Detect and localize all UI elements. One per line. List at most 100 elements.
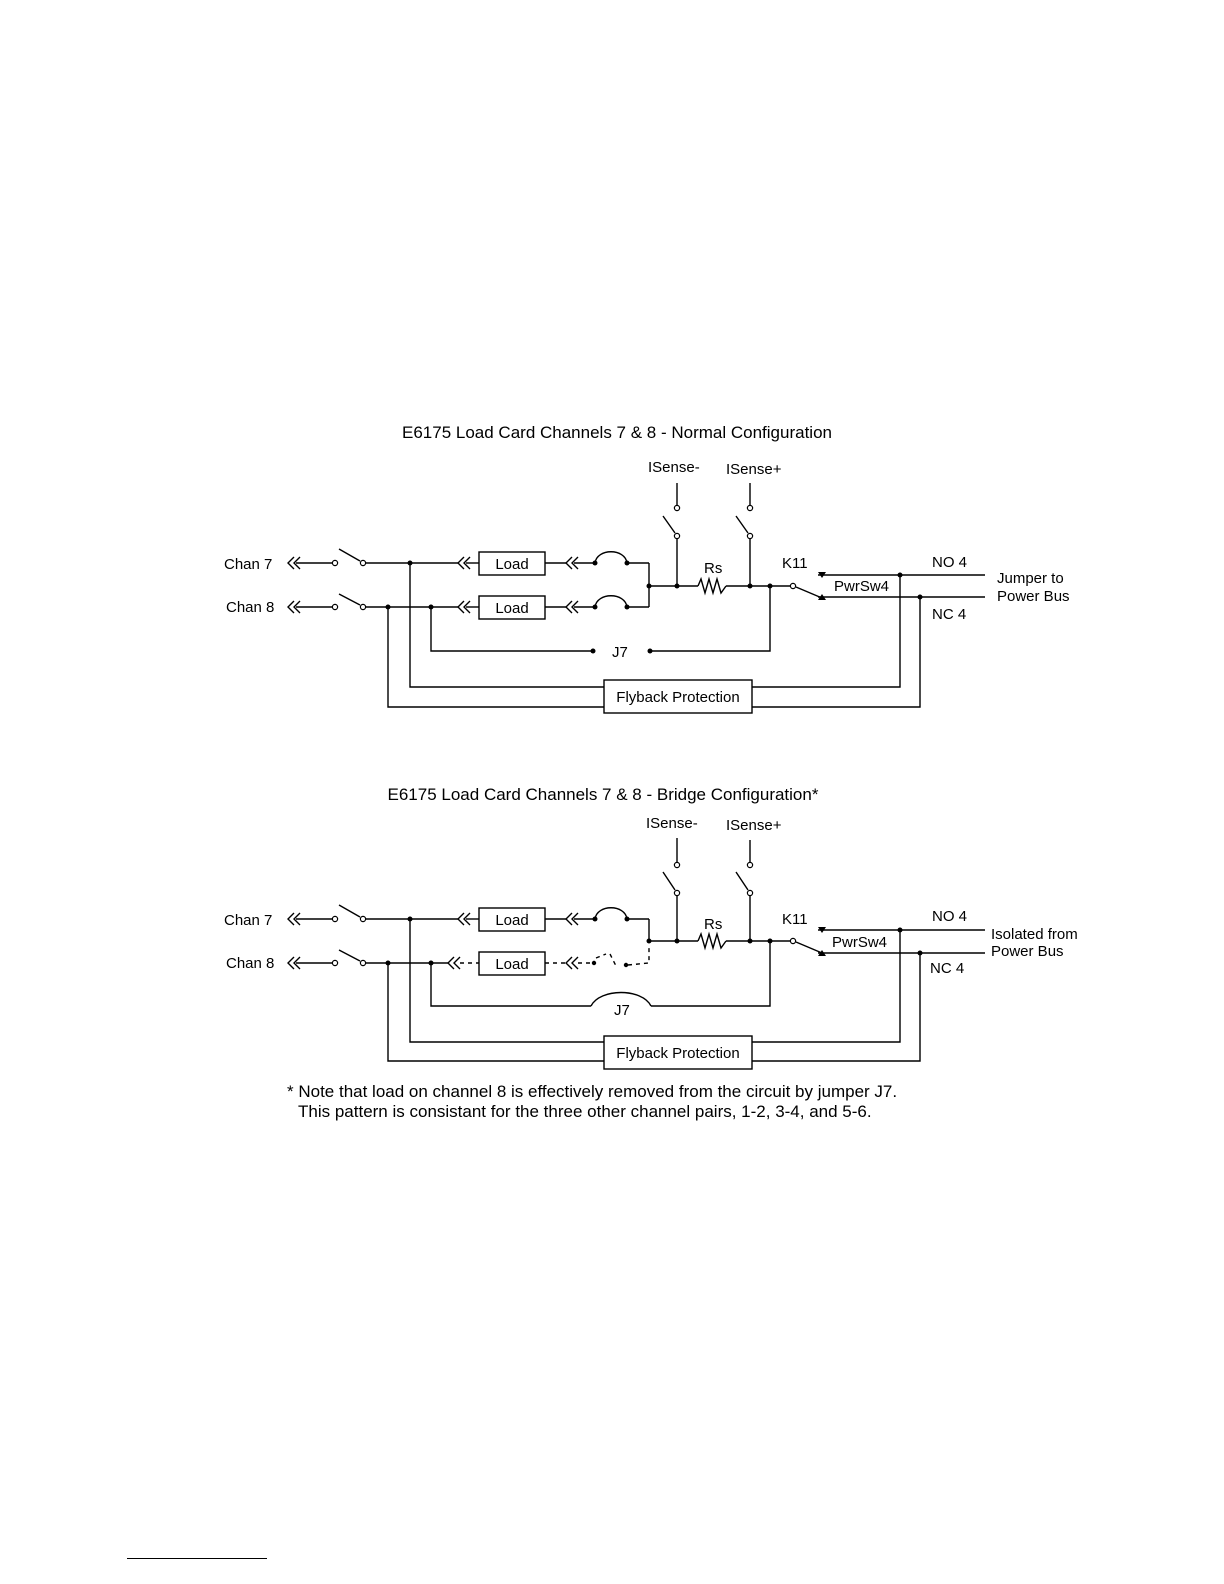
isense-minus-label: ISense- [646, 815, 698, 832]
rs-resistor [697, 931, 727, 951]
wire [430, 607, 593, 652]
normal-config-diagram: E6175 Load Card Channels 7 & 8 - Normal … [224, 423, 1070, 714]
chan8-switch-terminal [359, 603, 367, 611]
right-note-line2: Power Bus [997, 588, 1070, 605]
chan7-switch-terminal [359, 559, 367, 567]
nc-label: NC 4 [932, 606, 966, 623]
pwrsw-label: PwrSw4 [834, 578, 889, 595]
right-note-line1: Jumper to [997, 570, 1064, 587]
no-label: NO 4 [932, 908, 967, 925]
isense-plus-terminal [746, 504, 754, 512]
wire [650, 586, 771, 652]
terminal [673, 889, 681, 897]
chan8-label: Chan 8 [226, 599, 274, 616]
flyback-label: Flyback Protection [616, 1045, 739, 1062]
nc-contact-arrow [818, 594, 826, 600]
connector-chan7-symbol [287, 556, 301, 570]
load-label-top: Load [495, 556, 528, 573]
relay-label: K11 [782, 555, 808, 572]
rs-label: Rs [704, 560, 722, 577]
connector-symbol [565, 556, 579, 570]
chan7-switch [338, 904, 361, 918]
nc-label: NC 4 [930, 960, 964, 977]
isense-minus-terminal [673, 861, 681, 869]
connector-chan8-symbol [287, 600, 301, 614]
terminal [359, 959, 367, 967]
wire [752, 575, 901, 688]
footnote-separator [127, 1558, 267, 1559]
connector-symbol [447, 956, 461, 970]
note-line1: * Note that load on channel 8 is effecti… [287, 1082, 897, 1101]
right-note-line2: Power Bus [991, 943, 1064, 960]
connector-symbol [565, 912, 579, 926]
wire [752, 953, 921, 1062]
rs-resistor [697, 576, 727, 596]
jumper-label: J7 [614, 1002, 630, 1019]
rs-label: Rs [704, 916, 722, 933]
isense-minus-terminal [673, 504, 681, 512]
chan7-terminal [331, 915, 339, 923]
relay-armature [795, 941, 823, 954]
flyback-box [603, 1035, 753, 1070]
pwrsw-label: PwrSw4 [832, 934, 887, 951]
flyback-box [603, 679, 753, 714]
wire [752, 930, 901, 1043]
wire [387, 607, 604, 708]
connector-symbol [565, 600, 579, 614]
no-contact-arrow [818, 927, 826, 933]
connector-chan7-symbol [287, 912, 301, 926]
isense-minus-switch [662, 871, 676, 891]
wire [430, 963, 591, 1007]
removed-wire [627, 945, 650, 966]
load-label-top: Load [495, 912, 528, 929]
bridge-config-diagram: E6175 Load Card Channels 7 & 8 - Bridge … [224, 785, 1078, 1070]
no-label: NO 4 [932, 554, 967, 571]
relay-armature [795, 586, 823, 599]
load-label-bottom: Load [495, 600, 528, 617]
terminal [746, 532, 754, 540]
connector-symbol [457, 556, 471, 570]
note-line2: This pattern is consistant for the three… [298, 1102, 872, 1121]
connector-symbol [565, 956, 579, 970]
chan8-label: Chan 8 [226, 955, 274, 972]
terminal [359, 915, 367, 923]
wire [651, 941, 771, 1007]
flyback-label: Flyback Protection [616, 689, 739, 706]
terminal [673, 532, 681, 540]
nc-contact-arrow [818, 950, 826, 956]
jumper-terminal-left [590, 648, 596, 654]
load-label-bottom: Load [495, 956, 528, 973]
relay-label: K11 [782, 911, 808, 928]
fuse-top [594, 907, 628, 920]
isense-minus-switch [662, 515, 676, 534]
connector-symbol [457, 600, 471, 614]
isense-plus-switch [735, 515, 749, 534]
connector-chan8-symbol [287, 956, 301, 970]
fuse-top [594, 551, 628, 564]
junction-dot [591, 960, 597, 966]
chan8-switch [338, 949, 361, 962]
isense-plus-switch [735, 871, 749, 891]
wire [409, 563, 604, 688]
isense-plus-label: ISense+ [726, 817, 782, 834]
wire [409, 919, 604, 1043]
chan7-label: Chan 7 [224, 912, 272, 929]
wire [752, 597, 921, 708]
chan7-terminal [331, 559, 339, 567]
junction-dot [623, 962, 629, 968]
removed-fuse [595, 953, 617, 967]
isense-minus-label: ISense- [648, 459, 700, 476]
isense-plus-terminal [746, 861, 754, 869]
right-note-line1: Isolated from [991, 926, 1078, 943]
terminal [746, 889, 754, 897]
fuse-bottom [594, 595, 628, 608]
connector-symbol [457, 912, 471, 926]
jumper-label: J7 [612, 644, 628, 661]
isense-plus-label: ISense+ [726, 461, 782, 478]
chan8-terminal [331, 959, 339, 967]
relay-common-terminal [789, 582, 797, 590]
chan7-switch [338, 548, 361, 562]
chan8-switch [338, 593, 361, 606]
chan8-terminal [331, 603, 339, 611]
chan7-label: Chan 7 [224, 556, 272, 573]
